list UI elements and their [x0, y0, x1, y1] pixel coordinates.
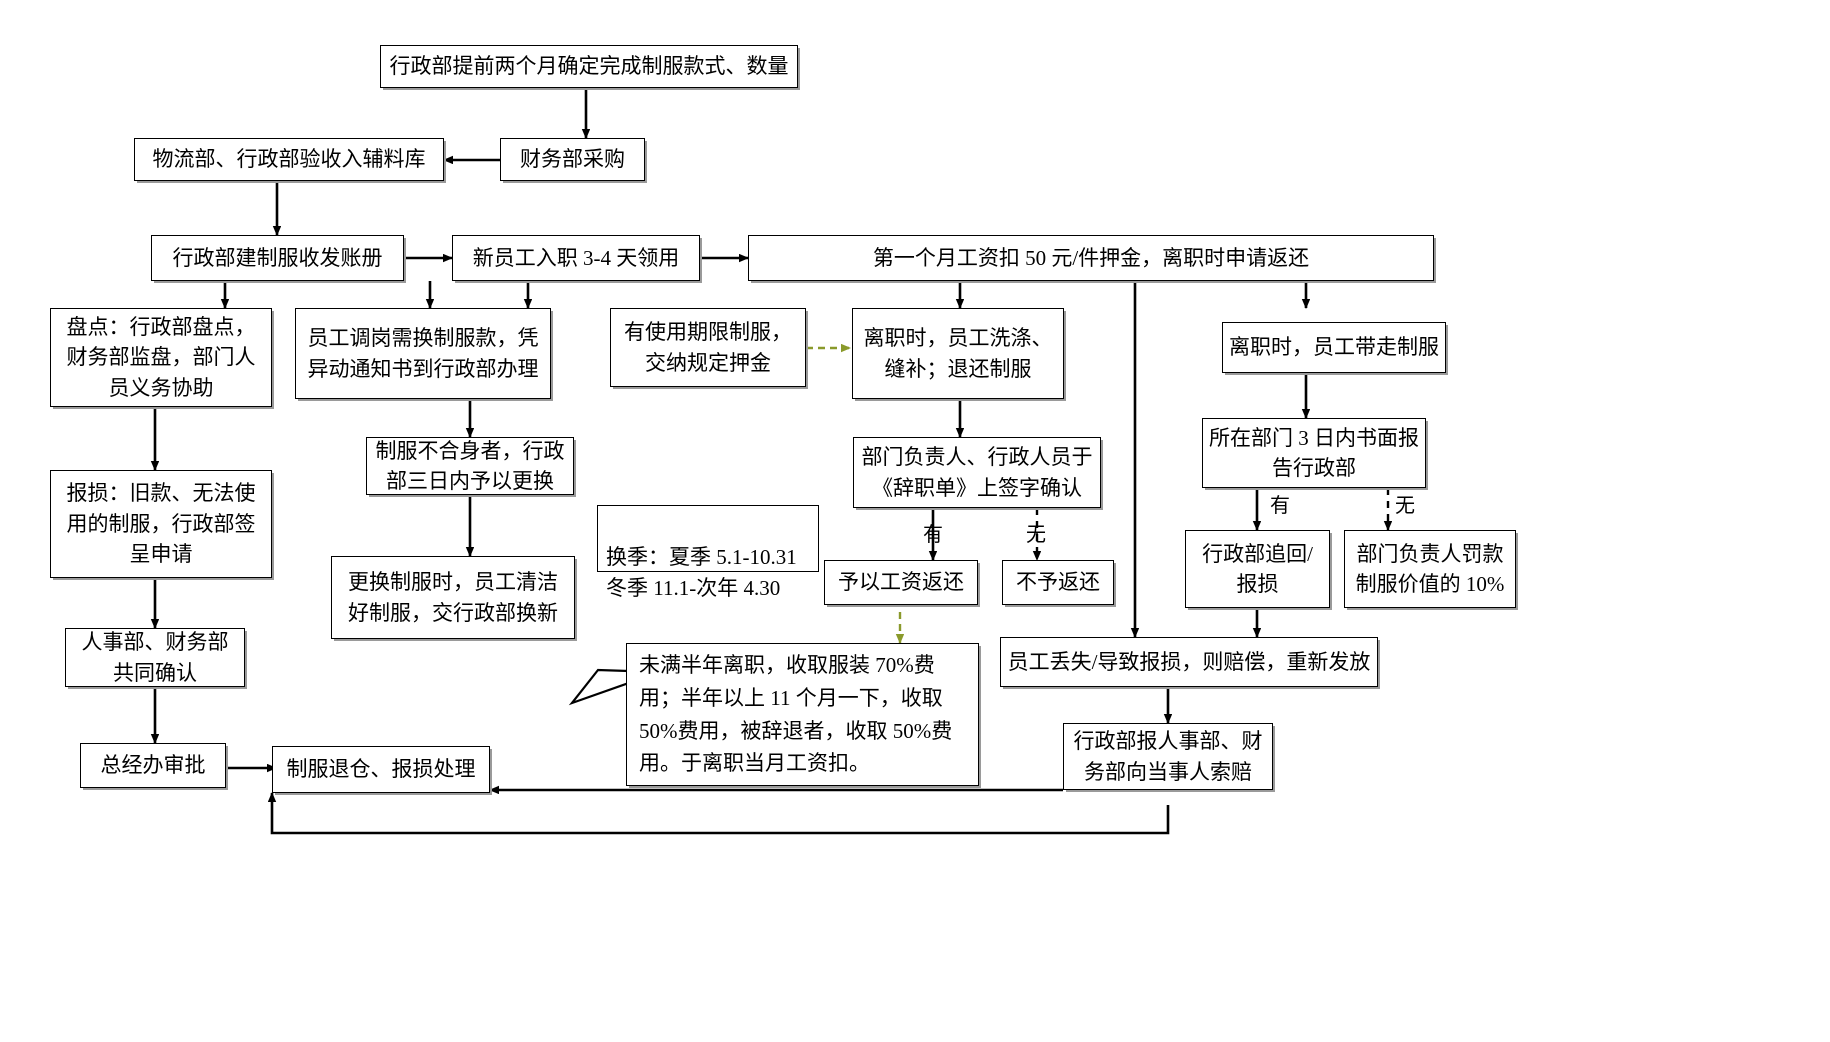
node-first-month-deposit[interactable]: 第一个月工资扣 50 元/件押金，离职时申请返还: [748, 235, 1434, 281]
node-text: 换季：夏季 5.1-10.31 冬季 11.1-次年 4.30: [606, 545, 797, 600]
node-employee-loss-compensate[interactable]: 员工丢失/导致报损，则赔偿，重新发放: [1000, 637, 1378, 687]
node-logistics-admin-receive[interactable]: 物流部、行政部验收入辅料库: [134, 138, 444, 181]
node-limited-life-uniform[interactable]: 有使用期限制服，交纳规定押金: [610, 308, 806, 387]
node-resign-fee-rules[interactable]: 未满半年离职，收取服装 70%费用；半年以上 11 个月一下，收取 50%费用，…: [626, 643, 979, 786]
node-text: 不予返还: [1016, 570, 1100, 595]
node-text: 盘点：行政部盘点，财务部监盘，部门人员义务协助: [66, 314, 256, 400]
edge-label-you-report: 有: [1270, 489, 1290, 518]
node-text: 有使用期限制服，交纳规定押金: [624, 320, 792, 375]
node-text: 报损：旧款、无法使用的制服，行政部签呈申请: [66, 481, 256, 567]
node-text: 部门负责人、行政人员于《辞职单》上签字确认: [861, 445, 1093, 500]
edge-label-text: 无: [1026, 524, 1046, 546]
node-inventory-count[interactable]: 盘点：行政部盘点，财务部监盘，部门人员义务协助: [50, 308, 272, 407]
node-season-change-callout[interactable]: 换季：夏季 5.1-10.31 冬季 11.1-次年 4.30: [597, 505, 819, 600]
node-admin-create-ledger[interactable]: 行政部建制服收发账册: [151, 235, 404, 281]
node-finance-purchase[interactable]: 财务部采购: [500, 138, 645, 181]
node-text: 行政部报人事部、财务部向当事人索赔: [1073, 729, 1263, 784]
node-text: 物流部、行政部验收入辅料库: [152, 147, 426, 172]
node-resign-take-uniform[interactable]: 离职时，员工带走制服: [1222, 322, 1446, 373]
node-employee-transfer-change[interactable]: 员工调岗需换制服款，凭异动通知书到行政部办理: [295, 308, 551, 399]
node-text: 未满半年离职，收取服装 70%费用；半年以上 11 个月一下，收取 50%费用，…: [639, 653, 953, 776]
node-text: 财务部采购: [520, 147, 625, 172]
edge-label-wu-report: 无: [1395, 489, 1415, 518]
node-text: 第一个月工资扣 50 元/件押金，离职时申请返还: [872, 245, 1310, 270]
node-text: 更换制服时，员工清洁好制服，交行政部换新: [348, 570, 558, 625]
node-text: 予以工资返还: [838, 570, 964, 595]
node-hr-finance-confirm[interactable]: 人事部、财务部共同确认: [65, 628, 245, 687]
node-new-employee-receive[interactable]: 新员工入职 3-4 天领用: [452, 235, 700, 281]
node-report-loss-old-unusable[interactable]: 报损：旧款、无法使用的制服，行政部签呈申请: [50, 470, 272, 578]
node-text: 行政部建制服收发账册: [172, 245, 383, 270]
node-replace-uniform-clean[interactable]: 更换制服时，员工清洁好制服，交行政部换新: [331, 556, 575, 639]
node-text: 离职时，员工带走制服: [1229, 335, 1439, 360]
edge-label-text: 有: [1270, 495, 1290, 517]
node-text: 行政部追回/报损: [1202, 541, 1313, 596]
node-text: 制服不合身者，行政部三日内予以更换: [375, 438, 565, 493]
node-text: 离职时，员工洗涤、缝补；退还制服: [863, 326, 1053, 381]
node-dept-head-penalty-10pct[interactable]: 部门负责人罚款制服价值的 10%: [1344, 530, 1516, 608]
node-text: 员工丢失/导致报损，则赔偿，重新发放: [1007, 649, 1371, 674]
node-resign-wash-repair-return[interactable]: 离职时，员工洗涤、缝补；退还制服: [852, 308, 1064, 399]
node-no-refund[interactable]: 不予返还: [1002, 560, 1114, 605]
node-text: 员工调岗需换制服款，凭异动通知书到行政部办理: [307, 326, 539, 381]
edge-label-you-resign: 有: [923, 518, 943, 547]
node-refund-via-salary[interactable]: 予以工资返还: [824, 560, 978, 605]
node-text: 人事部、财务部共同确认: [81, 630, 229, 685]
node-gm-office-approval[interactable]: 总经办审批: [80, 743, 226, 788]
edge-label-text: 有: [923, 524, 943, 546]
node-admin-recover-or-writeoff[interactable]: 行政部追回/报损: [1185, 530, 1330, 608]
node-text: 制服退仓、报损处理: [286, 757, 476, 782]
node-text: 总经办审批: [100, 753, 206, 778]
node-uniform-not-fit-replace[interactable]: 制服不合身者，行政部三日内予以更换: [366, 437, 574, 495]
node-dept-written-report-3days[interactable]: 所在部门 3 日内书面报告行政部: [1202, 418, 1426, 488]
node-text: 部门负责人罚款制服价值的 10%: [1355, 541, 1505, 596]
node-text: 新员工入职 3-4 天领用: [472, 245, 680, 270]
edge-label-wu-resign: 无: [1026, 518, 1046, 547]
node-admin-confirm-uniform-style[interactable]: 行政部提前两个月确定完成制服款式、数量: [380, 45, 798, 88]
node-text: 行政部提前两个月确定完成制服款式、数量: [389, 54, 789, 79]
node-dept-head-sign-resign-form[interactable]: 部门负责人、行政人员于《辞职单》上签字确认: [853, 437, 1101, 508]
node-uniform-return-writeoff[interactable]: 制服退仓、报损处理: [272, 746, 490, 793]
edge-label-text: 无: [1395, 495, 1415, 517]
node-admin-report-claim[interactable]: 行政部报人事部、财务部向当事人索赔: [1063, 723, 1273, 790]
node-text: 所在部门 3 日内书面报告行政部: [1209, 425, 1419, 480]
